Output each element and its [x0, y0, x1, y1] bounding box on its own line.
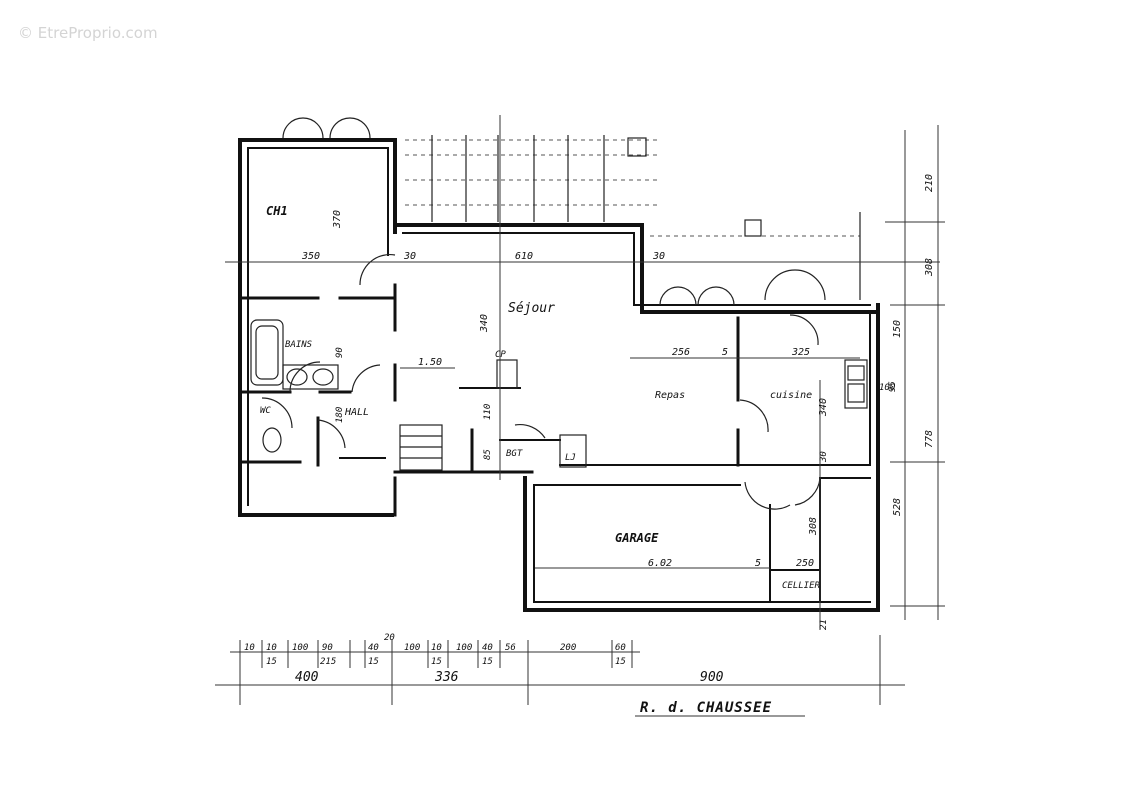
room-bgt: BGT [506, 449, 523, 459]
room-garage: GARAGE [615, 531, 659, 545]
bottom-total-336: 336 [434, 670, 459, 685]
bottom-sub-1: 15 [266, 657, 277, 667]
watermark: © EtreProprio.com [18, 24, 158, 42]
bottom-dim-3: 100 [292, 643, 308, 653]
bottom-dim-9: 40 [482, 643, 493, 653]
dim-85: 85 [483, 449, 493, 460]
bottom-dim-7: 10 [431, 643, 442, 653]
dim-21: 21 [819, 619, 829, 630]
dim-610: 610 [515, 251, 533, 262]
bottom-dim-8: 100 [456, 643, 472, 653]
dimension-texts: 350 370 30 610 30 340 1.50 110 85 256 5 … [301, 210, 898, 630]
dim-110: 110 [483, 404, 493, 420]
room-hall: HALL [344, 407, 369, 418]
dim-30-cuisine: 30 [819, 451, 829, 463]
dim-right-150: 150 [892, 320, 903, 338]
dimension-lines [215, 115, 945, 717]
room-cp: CP [495, 350, 506, 360]
dim-340-cuisine: 340 [818, 398, 829, 417]
dim-right-210: 210 [924, 174, 935, 192]
bottom-dim-6: 100 [404, 643, 420, 653]
dim-5-garage: 5 [755, 558, 761, 569]
bottom-dim-1: 10 [244, 643, 255, 653]
dim-340-sejour: 340 [479, 314, 490, 333]
dim-30-left: 30 [403, 251, 416, 262]
bottom-dim-4: 90 [322, 643, 333, 653]
dim-325: 325 [791, 347, 810, 358]
room-lj: LJ [565, 453, 576, 463]
dim-30-right: 30 [652, 251, 665, 262]
bottom-sub-3: 15 [368, 657, 379, 667]
room-labels: CH1 BAINS HALL WC Séjour Repas cuisine C… [260, 204, 821, 591]
bottom-sub-5: 15 [482, 657, 493, 667]
room-cellier: CELLIER [782, 581, 821, 591]
dim-602: 6.02 [648, 558, 672, 569]
bottom-sub-2: 215 [320, 657, 336, 667]
bottom-dim-5: 40 [368, 643, 379, 653]
fixtures [250, 319, 868, 453]
walls [238, 138, 880, 612]
room-ch1: CH1 [266, 204, 288, 218]
bottom-dim-10: 56 [505, 643, 516, 653]
room-wc: WC [260, 406, 271, 416]
dim-350: 350 [301, 251, 320, 262]
room-cuisine: cuisine [770, 390, 812, 401]
bottom-sub-6: 15 [615, 657, 626, 667]
dim-95: 95 [888, 381, 898, 392]
bottom-dimension-texts: 10 10 100 90 40 100 10 100 40 56 200 60 … [244, 633, 724, 685]
bottom-dim-12: 60 [615, 643, 626, 653]
terrace-pergola [405, 135, 861, 300]
dim-right-778: 778 [924, 430, 935, 448]
room-bains: BAINS [285, 340, 313, 350]
room-repas: Repas [655, 390, 685, 401]
dim-250: 250 [796, 558, 814, 569]
dim-180: 180 [335, 407, 345, 423]
bottom-dim-11: 200 [560, 643, 576, 653]
dim-370: 370 [332, 210, 343, 229]
bottom-dim-2: 10 [266, 643, 277, 653]
dim-100: 100 [879, 383, 895, 393]
plan-title: R. d. CHAUSSEE [640, 700, 772, 716]
dim-right-528: 528 [892, 498, 903, 516]
dim-308-garage: 308 [808, 517, 819, 536]
dim-90: 90 [335, 347, 345, 358]
right-dimension-texts: 210 308 150 778 528 [892, 174, 935, 516]
bottom-dim-20: 20 [384, 633, 395, 643]
dim-256: 256 [672, 347, 690, 358]
dim-5-repas: 5 [722, 347, 728, 358]
bottom-sub-4: 15 [431, 657, 442, 667]
bottom-total-900: 900 [700, 670, 724, 685]
dim-150: 1.50 [418, 357, 442, 368]
bottom-total-400: 400 [295, 670, 319, 685]
dim-right-308: 308 [924, 258, 935, 277]
room-sejour: Séjour [508, 301, 555, 316]
